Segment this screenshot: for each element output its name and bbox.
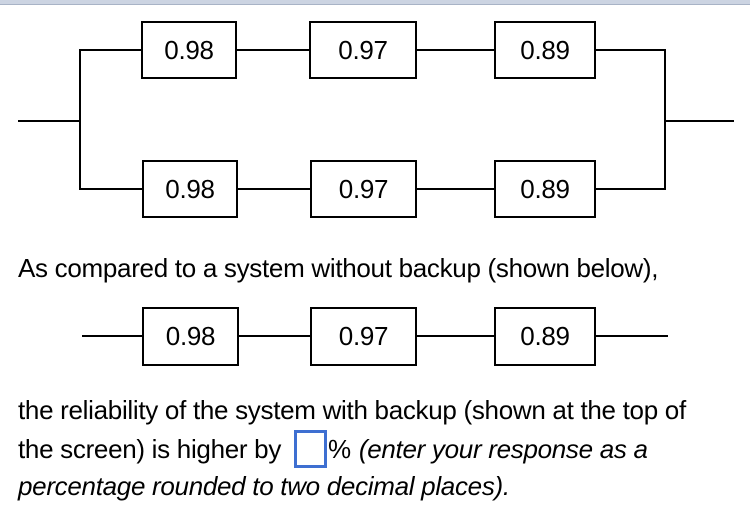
wire-segment <box>417 335 494 337</box>
wire-segment <box>596 188 665 190</box>
wire-split-vertical <box>79 49 81 190</box>
wire-segment <box>237 49 309 51</box>
reliability-block: 0.89 <box>494 160 596 218</box>
question-line-2-text: the screen) is higher by <box>18 434 282 464</box>
percent-sign: % <box>328 434 351 464</box>
wire-segment <box>80 49 141 51</box>
compare-sentence: As compared to a system without backup (… <box>18 253 659 283</box>
wire-entry <box>18 120 80 122</box>
wire-segment <box>417 188 494 190</box>
wire-exit <box>665 120 734 122</box>
reliability-block: 0.97 <box>310 307 417 366</box>
question-line-2-italic: (enter your response as a <box>358 434 648 464</box>
question-line-1: the reliability of the system with backu… <box>18 395 686 425</box>
window-top-strip <box>0 0 750 5</box>
wire-segment <box>80 188 142 190</box>
reliability-block: 0.98 <box>142 160 238 218</box>
reliability-block: 0.97 <box>309 21 417 79</box>
wire-exit <box>596 335 668 337</box>
reliability-block: 0.89 <box>494 21 596 79</box>
reliability-block: 0.98 <box>141 21 237 79</box>
wire-segment <box>238 188 310 190</box>
wire-join-vertical <box>664 49 666 190</box>
question-line-3-italic: percentage rounded to two decimal places… <box>18 471 510 501</box>
wire-entry <box>82 335 142 337</box>
reliability-block: 0.97 <box>310 160 417 218</box>
reliability-block: 0.98 <box>142 307 239 366</box>
reliability-block: 0.89 <box>494 307 596 366</box>
question-line-2: the screen) is higher by % (enter your r… <box>18 429 648 469</box>
wire-segment <box>417 49 494 51</box>
wire-segment <box>239 335 310 337</box>
answer-input[interactable] <box>294 430 328 468</box>
wire-segment <box>596 49 665 51</box>
